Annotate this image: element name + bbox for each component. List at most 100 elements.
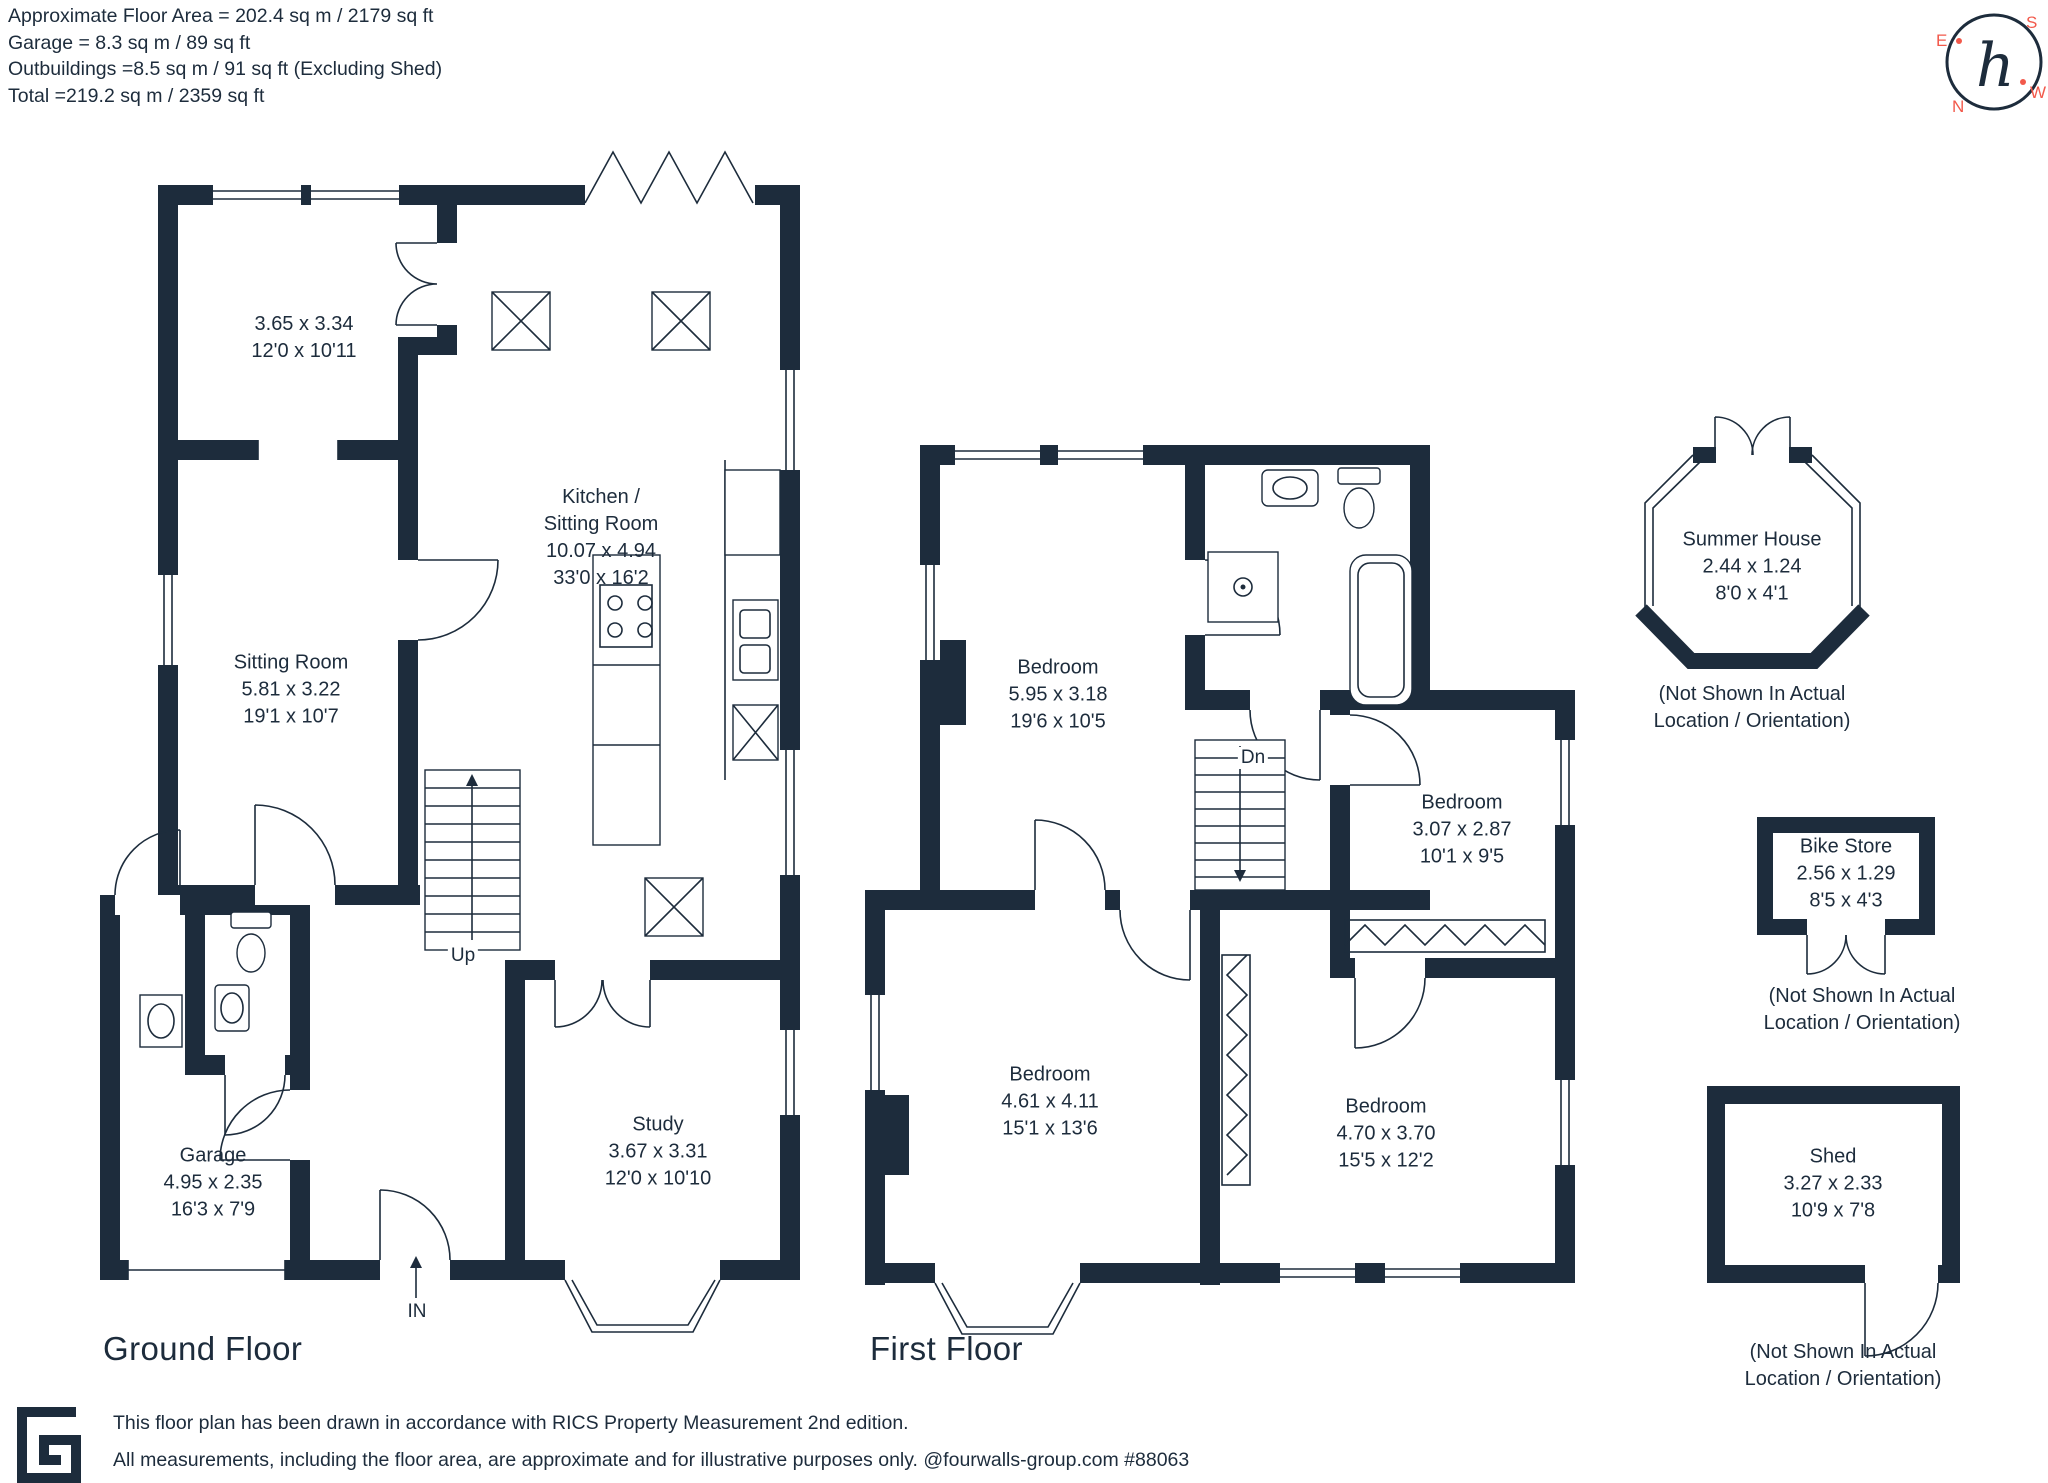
bay-window-icon: [934, 1263, 1081, 1335]
skylight-icon: [491, 291, 711, 937]
room-name: Garage: [179, 1144, 247, 1167]
fourwalls-monogram: h: [1976, 31, 2015, 101]
compass-dot-icon: [1956, 38, 1962, 44]
room-dim-metric: 2.44 x 1.24: [1702, 555, 1802, 578]
bike-store-note: (Not Shown In Actual Location / Orientat…: [1764, 983, 1961, 1037]
room-name: Sitting Room: [543, 513, 659, 535]
room-name: Shed: [1809, 1145, 1857, 1168]
room-name: Bike Store: [1799, 835, 1893, 858]
room-dim-metric: 3.65 x 3.34: [254, 313, 354, 335]
room-dim-imperial: 12'0 x 10'11: [251, 340, 357, 362]
area-summary: Approximate Floor Area = 202.4 sq m / 21…: [8, 3, 442, 109]
room-label-bedroom-3: Bedroom 4.61 x 4.11 15'1 x 13'6: [1001, 1062, 1098, 1143]
disclaimer-line-2: All measurements, including the floor ar…: [113, 1449, 1190, 1471]
room-dim-imperial: 10'9 x 7'8: [1790, 1199, 1876, 1222]
area-summary-line: Outbuildings =8.5 sq m / 91 sq ft (Exclu…: [8, 58, 443, 80]
toilet-icon: [1337, 467, 1381, 529]
bathroom-sink-icon: [1261, 469, 1319, 507]
shed-outline: [1707, 1086, 1960, 1357]
room-dim-imperial: 19'6 x 10'5: [1010, 710, 1106, 733]
room-label-summer-house: Summer House 2.44 x 1.24 8'0 x 4'1: [1683, 527, 1822, 608]
room-name: Study: [632, 1113, 684, 1136]
compass-icon: h S E W N: [1936, 13, 2046, 116]
kitchen-counter-icon: [724, 460, 781, 780]
note-line: Location / Orientation): [1653, 710, 1851, 732]
room-label-kitchen-sitting-room: Kitchen / Sitting Room 10.07 x 4.94 33'0…: [544, 484, 659, 592]
fourwalls-logo-icon: [17, 1407, 81, 1483]
compass-dot-icon: [2020, 79, 2026, 85]
toilet-icon: [230, 911, 272, 973]
room-name: Bedroom: [1421, 791, 1503, 814]
room-label-front-room: 3.65 x 3.34 12'0 x 10'11: [251, 311, 356, 365]
note-line: (Not Shown In Actual: [1768, 985, 1956, 1007]
door-icon: [1714, 416, 1791, 456]
room-name: Bedroom: [1009, 1063, 1091, 1086]
area-summary-line: Approximate Floor Area = 202.4 sq m / 21…: [8, 5, 434, 27]
first-floor-title: First Floor: [870, 1330, 1023, 1367]
disclaimer-line-1: This floor plan has been drawn in accord…: [113, 1412, 909, 1434]
entrance-arrow-icon: [410, 1256, 422, 1298]
in-label: IN: [404, 1301, 430, 1323]
room-dim-imperial: 10'1 x 9'5: [1419, 845, 1505, 868]
room-dim-imperial: 16'3 x 7'9: [170, 1198, 256, 1221]
room-dim-imperial: 15'5 x 12'2: [1338, 1149, 1434, 1172]
garage-door-icon: [127, 1260, 286, 1280]
area-summary-line: Garage = 8.3 sq m / 89 sq ft: [8, 31, 251, 54]
compass-east-label: E: [1936, 31, 1947, 50]
bay-window-icon: [564, 1260, 721, 1333]
area-summary-line: Total =219.2 sq m / 2359 sq ft: [8, 84, 265, 107]
room-dim-metric: 4.61 x 4.11: [1001, 1090, 1099, 1113]
wardrobe-icon: [1221, 919, 1546, 1186]
shed-note: (Not Shown In Actual Location / Orientat…: [1745, 1339, 1942, 1393]
room-dim-imperial: 15'1 x 13'6: [1002, 1117, 1098, 1140]
shower-icon: [1207, 551, 1279, 623]
room-label-bedroom-1: Bedroom 5.95 x 3.18 19'6 x 10'5: [1009, 655, 1108, 736]
room-label-garage: Garage 4.95 x 2.35 16'3 x 7'9: [164, 1143, 263, 1224]
room-dim-metric: 5.95 x 3.18: [1008, 683, 1108, 706]
room-dim-metric: 4.95 x 2.35: [163, 1171, 263, 1194]
stairs-up-icon: [424, 769, 521, 951]
room-label-sitting-room: Sitting Room 5.81 x 3.22 19'1 x 10'7: [234, 650, 349, 731]
window-icon: [865, 445, 1575, 1283]
compass-south-label: S: [2026, 13, 2037, 32]
room-dim-imperial: 8'0 x 4'1: [1715, 582, 1789, 605]
room-dim-metric: 3.67 x 3.31: [608, 1140, 708, 1163]
room-dim-metric: 4.70 x 3.70: [1336, 1122, 1436, 1145]
note-line: Location / Orientation): [1744, 1368, 1942, 1390]
room-name: Bedroom: [1017, 656, 1099, 679]
compass-north-label: N: [1952, 97, 1964, 116]
bifold-door-icon: [584, 150, 755, 205]
room-label-bedroom-2: Bedroom 3.07 x 2.87 10'1 x 9'5: [1413, 790, 1512, 871]
bathtub-icon: [1349, 554, 1413, 706]
room-dim-metric: 5.81 x 3.22: [241, 678, 341, 701]
door-icon: [1806, 934, 1886, 975]
room-label-bedroom-4: Bedroom 4.70 x 3.70 15'5 x 12'2: [1337, 1094, 1436, 1175]
ground-floor-plan: [100, 150, 800, 1333]
room-dim-metric: 10.07 x 4.94: [545, 540, 657, 562]
note-line: (Not Shown In Actual: [1749, 1341, 1937, 1363]
room-dim-metric: 3.27 x 2.33: [1783, 1172, 1883, 1195]
summer-house-note: (Not Shown In Actual Location / Orientat…: [1654, 681, 1851, 735]
room-name: Sitting Room: [233, 651, 349, 674]
first-floor-plan: [865, 445, 1575, 1335]
compass-west-label: W: [2030, 83, 2046, 102]
room-dim-imperial: 33'0 x 16'2: [553, 567, 649, 589]
door-icon: [114, 242, 651, 1280]
window-icon: [158, 185, 800, 1115]
note-line: (Not Shown In Actual: [1658, 683, 1846, 705]
room-dim-imperial: 12'0 x 10'10: [604, 1167, 712, 1190]
room-dim-metric: 3.07 x 2.87: [1412, 818, 1512, 841]
kitchen-island-icon: [592, 554, 661, 846]
bike-store-outline: [1757, 817, 1935, 975]
room-label-study: Study 3.67 x 3.31 12'0 x 10'10: [605, 1112, 712, 1193]
ground-floor-title: Ground Floor: [103, 1330, 303, 1367]
room-name: Bedroom: [1345, 1095, 1427, 1118]
room-label-bike-store: Bike Store 2.56 x 1.29 8'5 x 4'3: [1797, 834, 1896, 915]
note-line: Location / Orientation): [1763, 1012, 1961, 1034]
summer-house-outline: [1635, 416, 1870, 669]
room-name: Kitchen /: [562, 486, 640, 508]
room-dim-metric: 2.56 x 1.29: [1796, 862, 1896, 885]
room-label-shed: Shed 3.27 x 2.33 10'9 x 7'8: [1784, 1144, 1883, 1225]
